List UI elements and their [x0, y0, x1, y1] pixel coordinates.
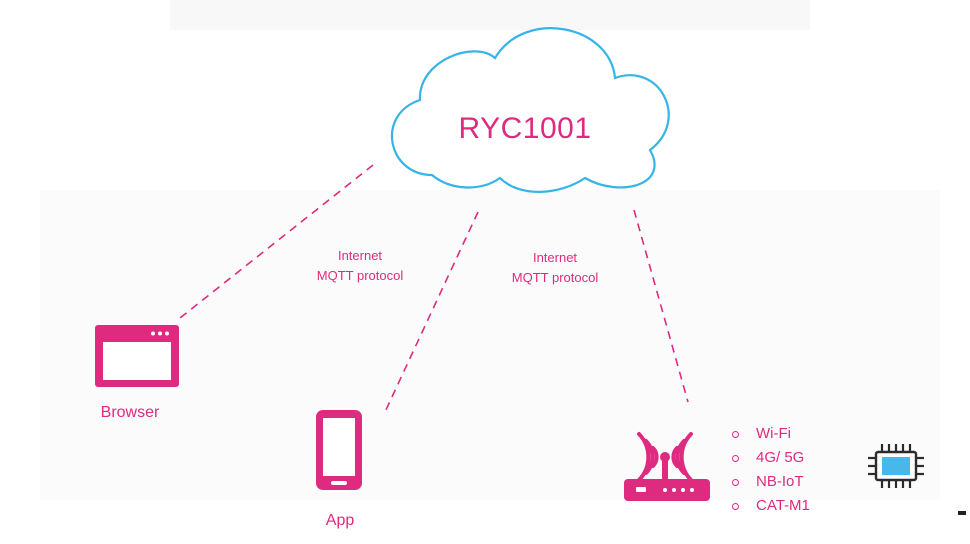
browser-label: Browser [100, 404, 160, 421]
protocol-label-line: MQTT protocol [511, 270, 599, 285]
list-item: CAT-M1 [732, 494, 810, 518]
connectivity-option: NB-IoT [756, 473, 804, 490]
bullet-icon [732, 479, 739, 486]
microchip-icon [868, 444, 924, 488]
cloud-label: RYC1001 [458, 112, 592, 145]
cloud-shape [391, 27, 670, 193]
protocol-label-line: Internet [532, 250, 578, 265]
list-item: NB-IoT [732, 470, 810, 494]
connector-router-cloud [633, 209, 689, 403]
protocol-label-line: Internet [337, 248, 383, 263]
protocol-label-left: Internet MQTT protocol [290, 246, 430, 286]
connector-browser-cloud [179, 164, 374, 319]
list-item: Wi-Fi [732, 422, 810, 446]
connectivity-list: Wi-Fi 4G/ 5G NB-IoT CAT-M1 [732, 422, 810, 518]
list-item: 4G/ 5G [732, 446, 810, 470]
protocol-label-right: Internet MQTT protocol [485, 248, 625, 288]
app-label: App [325, 512, 355, 529]
wireless-router-icon [624, 432, 710, 501]
connectivity-option: 4G/ 5G [756, 449, 805, 466]
background-band [40, 190, 940, 500]
bullet-icon [732, 431, 739, 438]
protocol-label-line: MQTT protocol [316, 268, 404, 283]
connector-app-cloud [384, 211, 479, 413]
connectivity-option: CAT-M1 [756, 497, 810, 514]
connectivity-option: Wi-Fi [756, 425, 791, 442]
bullet-icon [732, 455, 739, 462]
browser-window-icon [95, 325, 179, 387]
smartphone-icon [316, 410, 362, 490]
background-band [170, 0, 810, 30]
bullet-icon [732, 503, 739, 510]
corner-mark [958, 511, 966, 515]
